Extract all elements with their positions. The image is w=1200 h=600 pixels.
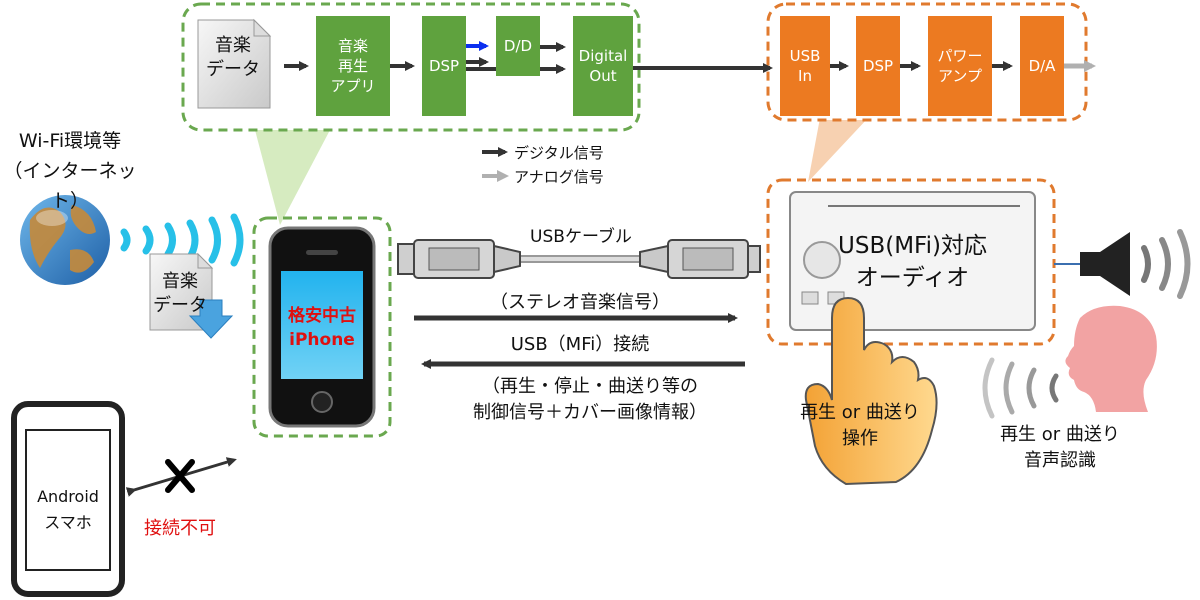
globe-icon bbox=[20, 195, 110, 285]
audio-callout-tail bbox=[808, 118, 868, 182]
no-connection-x-icon bbox=[165, 459, 195, 493]
audio-unit-outline bbox=[766, 178, 1056, 346]
usb-cable-icon bbox=[397, 239, 761, 279]
voice-waves bbox=[982, 357, 1059, 419]
da-block: D/A bbox=[1020, 16, 1064, 116]
voice-recognition-label: 再生 or 曲送り 音声認識 bbox=[1000, 424, 1120, 471]
finger-operation-label: 再生 or 曲送り 操作 bbox=[800, 402, 920, 449]
digital-out-block: Digital Out bbox=[573, 16, 633, 116]
dsp-block-iphone: DSP bbox=[422, 16, 466, 116]
android-status-label: 接続不可 bbox=[144, 518, 216, 539]
dsp-block-audio: DSP bbox=[856, 16, 900, 116]
download-arrow-icon bbox=[188, 299, 234, 339]
usb-mfi-connection-label: USB（MFi）接続 bbox=[510, 334, 650, 355]
music-file-icon bbox=[197, 18, 272, 109]
dd-block: D/D bbox=[496, 16, 540, 76]
android-label: Android スマホ bbox=[37, 487, 99, 532]
download-file-icon bbox=[149, 252, 214, 331]
music-data-file-label: 音楽 データ bbox=[206, 35, 260, 80]
person-head-icon bbox=[1065, 305, 1157, 412]
finger-icon bbox=[804, 296, 938, 486]
legend-digital-label: デジタル信号 bbox=[514, 144, 604, 162]
internet-label: Wi-Fi環境等 （インターネット） bbox=[3, 130, 137, 212]
car-audio-icon bbox=[789, 191, 1036, 331]
stereo-signal-label: （ステレオ音楽信号） bbox=[490, 292, 670, 313]
legend-analog-label: アナログ信号 bbox=[514, 168, 604, 186]
speaker-icon bbox=[1080, 229, 1191, 299]
music-player-app-block: 音楽 再生 アプリ bbox=[316, 16, 390, 116]
iphone-label: 格安中古 iPhone bbox=[288, 306, 356, 350]
usb-in-block: USB In bbox=[780, 16, 830, 116]
android-phone-icon bbox=[11, 401, 125, 597]
download-file-label: 音楽 データ bbox=[153, 271, 207, 316]
power-amp-block: パワー アンプ bbox=[928, 16, 992, 116]
control-signal-label: （再生・停止・曲送り等の 制御信号＋カバー画像情報） bbox=[473, 376, 707, 423]
iphone-callout-tail bbox=[255, 130, 330, 225]
usb-cable-label: USBケーブル bbox=[530, 227, 632, 247]
pipeline-arrows bbox=[284, 42, 1013, 74]
iphone-icon bbox=[268, 226, 376, 428]
audio-unit-label: USB(MFi)対応 オーディオ bbox=[838, 233, 987, 291]
iphone-outline bbox=[252, 216, 392, 438]
